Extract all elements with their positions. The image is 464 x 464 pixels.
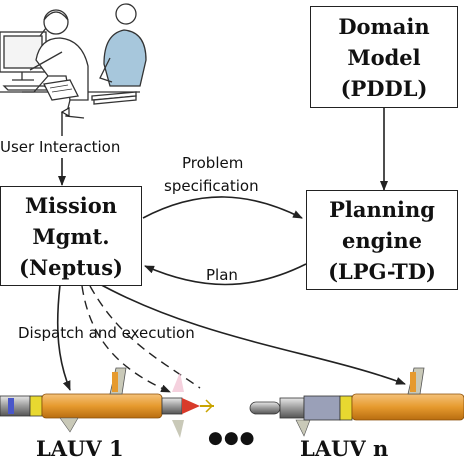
domain-model-line-3: (PDDL) xyxy=(340,75,428,101)
operators-illustration xyxy=(0,3,147,119)
dispatch-arrow-3-dashed xyxy=(89,285,201,389)
plan-arrow xyxy=(144,263,307,286)
domain-model-box: Domain Model (PDDL) xyxy=(310,6,458,108)
dispatch-arrow-n xyxy=(95,281,406,385)
dispatch-label: Dispatch and execution xyxy=(18,324,195,342)
mission-mgmt-box: Mission Mgmt. (Neptus) xyxy=(0,186,142,286)
lauv-1-label: LAUV 1 xyxy=(36,436,124,461)
user-interaction-label: User Interaction xyxy=(0,138,121,156)
books-icon xyxy=(91,91,137,105)
problem-spec-arrow xyxy=(142,196,303,219)
dispatch-arrow-1 xyxy=(56,284,71,391)
mission-mgmt-line-2: Mgmt. xyxy=(32,223,110,249)
dispatch-arrow-2-dashed xyxy=(81,285,171,393)
keyboard-icon xyxy=(2,85,53,91)
domain-model-line-2: Model xyxy=(347,44,421,70)
planning-engine-box: Planning engine (LPG-TD) xyxy=(306,190,458,290)
papers-icon xyxy=(43,79,79,101)
vehicles-ellipsis: ●●● xyxy=(208,428,256,448)
problem-spec-label-line-1: Problem xyxy=(182,154,244,172)
lauv-1-vehicle xyxy=(0,367,214,438)
plan-label: Plan xyxy=(206,266,238,284)
lauv-n-vehicle xyxy=(249,367,464,437)
planning-engine-line-3: (LPG-TD) xyxy=(328,258,436,284)
domain-model-line-1: Domain xyxy=(338,13,430,39)
mission-mgmt-line-3: (Neptus) xyxy=(19,254,123,280)
problem-spec-label-line-2: specification xyxy=(164,177,259,195)
planning-engine-line-1: Planning xyxy=(329,196,435,222)
mission-mgmt-line-1: Mission xyxy=(24,192,118,218)
assistant-person-icon xyxy=(99,3,147,87)
planning-engine-line-2: engine xyxy=(342,227,422,253)
lauv-n-label: LAUV n xyxy=(300,436,389,461)
